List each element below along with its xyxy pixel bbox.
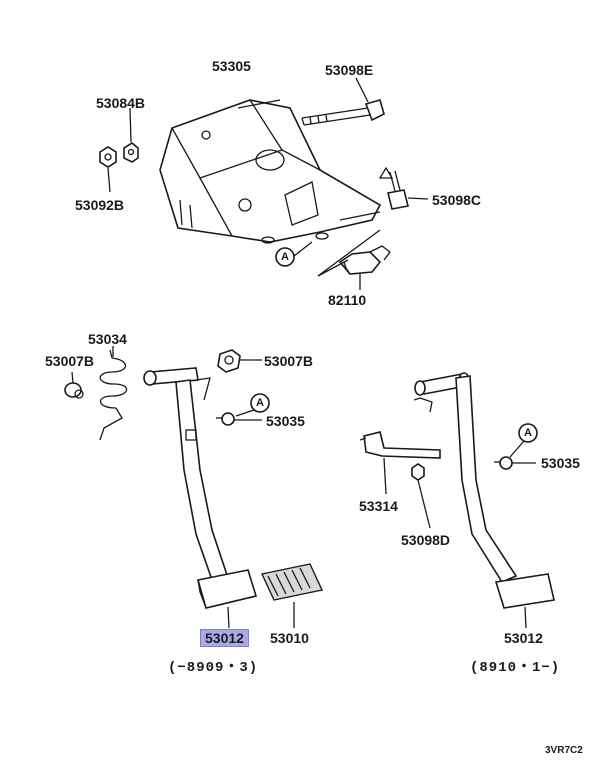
label-82110: 82110 (328, 292, 367, 308)
diagram-code: 3VR7C2 (545, 745, 583, 756)
label-53012-right: 53012 (504, 630, 543, 646)
label-53012-left-highlighted[interactable]: 53012 (200, 629, 249, 647)
label-53010: 53010 (270, 630, 309, 646)
nut-drawing (99, 107, 139, 193)
label-53034: 53034 (88, 331, 127, 347)
stop-lamp-switch-drawing (317, 229, 391, 290)
bolt-53098c-drawing (378, 166, 429, 210)
label-53084b: 53084B (96, 95, 146, 111)
callout-a-right: A (524, 427, 532, 439)
callout-a-bracket: A (281, 251, 289, 263)
stopper-53035-right-drawing (494, 423, 538, 470)
label-53092b: 53092B (75, 197, 125, 213)
label-53305: 53305 (212, 58, 251, 74)
return-spring-drawing (99, 346, 128, 441)
callout-a-mid: A (256, 397, 264, 409)
label-53098d: 53098D (401, 532, 451, 548)
bolt-drawing (301, 77, 385, 126)
label-53314: 53314 (359, 498, 398, 514)
label-53035-mid: 53035 (266, 413, 305, 429)
bushing-left-drawing (64, 371, 84, 399)
label-53098e: 53098E (325, 62, 374, 78)
stopper-53035-mid-drawing (216, 393, 270, 426)
label-53098c: 53098C (432, 192, 482, 208)
label-53007b-mid: 53007B (264, 353, 314, 369)
switch-bracket-53314-drawing (359, 431, 441, 495)
pedal-pad-left-drawing (196, 569, 258, 629)
brake-pedal-left-drawing (143, 367, 230, 581)
brake-pedal-right-drawing (413, 372, 555, 629)
pedal-pad-cover-drawing (260, 563, 324, 628)
callout-a-bracket-drawing (275, 241, 313, 267)
label-53007b-left: 53007B (45, 353, 95, 369)
pedal-bracket-drawing (159, 99, 382, 244)
range-left: (−8909・3) (168, 660, 259, 676)
bushing-mid-drawing (217, 349, 262, 373)
label-53035-right: 53035 (541, 455, 580, 471)
range-right: (8910・1−) (470, 660, 561, 676)
nut-53098d-drawing (411, 463, 431, 529)
